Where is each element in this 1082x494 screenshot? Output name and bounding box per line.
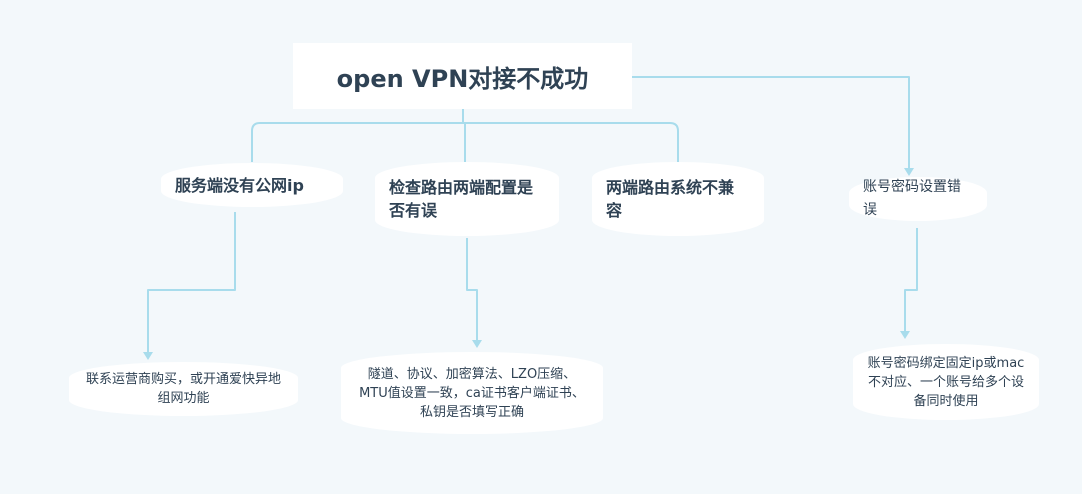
detail-node-check-config[interactable]: 隧道、协议、加密算法、LZO压缩、MTU值设置一致，ca证书客户端证书、私钥是否… [341, 352, 603, 434]
branch-node-no-public-ip[interactable]: 服务端没有公网ip [161, 163, 343, 207]
connector-branch-2-detail [466, 238, 478, 340]
branch-label: 服务端没有公网ip [175, 175, 304, 195]
branch-label: 检查路由两端配置是否有误 [389, 178, 534, 220]
arrowhead-detail-2 [472, 340, 482, 348]
arrowhead-account [904, 168, 914, 176]
connector-root-account [632, 76, 910, 168]
branch-label: 账号密码设置错误 [863, 179, 961, 218]
connector-branch-4-detail [904, 228, 918, 331]
detail-node-no-public-ip[interactable]: 联系运营商购买，或开通爱快异地组网功能 [69, 362, 298, 416]
detail-text: 隧道、协议、加密算法、LZO压缩、MTU值设置一致，ca证书客户端证书、私钥是否… [359, 366, 585, 420]
arrowhead-detail-4 [900, 331, 910, 339]
root-title: open VPN对接不成功 [336, 64, 589, 93]
branch-label: 两端路由系统不兼容 [606, 178, 735, 220]
arrowhead-detail-1 [143, 352, 153, 360]
detail-text: 联系运营商购买，或开通爱快异地组网功能 [85, 372, 281, 406]
detail-text: 账号密码绑定固定ip或mac不对应、一个账号给多个设备同时使用 [867, 355, 1025, 409]
branch-node-check-config[interactable]: 检查路由两端配置是否有误 [375, 162, 559, 236]
detail-node-account-error[interactable]: 账号密码绑定固定ip或mac不对应、一个账号给多个设备同时使用 [853, 344, 1039, 420]
root-node[interactable]: open VPN对接不成功 [293, 43, 632, 109]
branch-node-incompatible[interactable]: 两端路由系统不兼容 [592, 162, 764, 236]
branch-node-account-error[interactable]: 账号密码设置错误 [849, 177, 987, 221]
connector-branch-1-detail [147, 212, 236, 352]
